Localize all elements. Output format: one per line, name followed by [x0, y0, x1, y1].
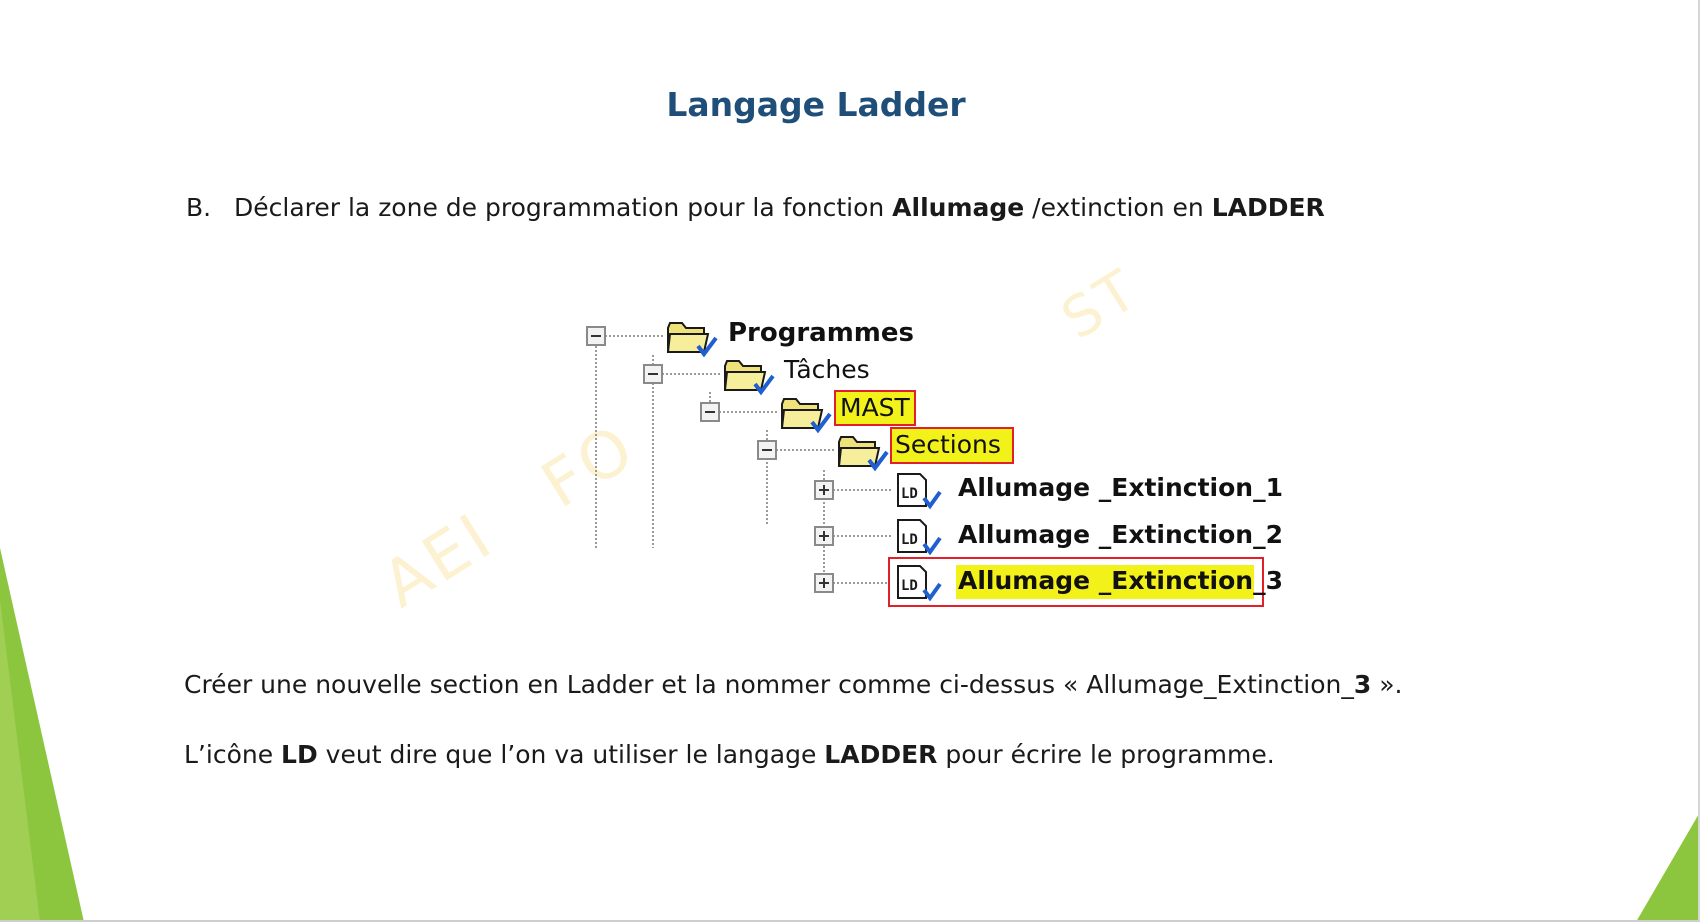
tree-item-section-1[interactable]: Allumage _Extinction_1	[958, 473, 1283, 502]
paragraph-bold: LADDER	[824, 740, 938, 769]
folder-icon	[780, 397, 832, 432]
tree-item-taches[interactable]: Tâches	[784, 355, 870, 384]
tree-item-label: Allumage _Extinction_3	[958, 566, 1283, 595]
tree-item-label: MAST	[840, 393, 910, 422]
sections-highlight-box	[890, 427, 1014, 464]
collapse-icon[interactable]	[586, 326, 606, 346]
instruction-text-2: /extinction en	[1024, 193, 1212, 222]
tree-item-label: Sections	[895, 430, 1001, 459]
list-marker: B.	[186, 193, 212, 222]
instruction-bold-1: Allumage	[892, 193, 1025, 222]
paragraph-text: L’icône	[184, 740, 282, 769]
left-green-triangle-light	[0, 600, 40, 922]
paragraph-text: veut dire que l’on va utiliser le langag…	[317, 740, 825, 769]
tree-item-mast[interactable]: MAST	[840, 393, 910, 422]
tree-item-section-2[interactable]: Allumage _Extinction_2	[958, 520, 1283, 549]
page-title: Langage Ladder	[666, 85, 966, 124]
expand-icon[interactable]	[814, 573, 834, 593]
ld-section-icon	[896, 472, 942, 508]
ld-section-icon	[896, 518, 942, 554]
folder-icon	[666, 321, 718, 356]
collapse-icon[interactable]	[757, 440, 777, 460]
folder-icon	[723, 359, 775, 394]
tree-item-sections[interactable]: Sections	[895, 430, 1001, 459]
paragraph-text: ».	[1371, 670, 1403, 699]
instruction-item-b: B. Déclarer la zone de programmation pour…	[186, 193, 1325, 222]
instruction-text-1: Déclarer la zone de programmation pour l…	[234, 193, 893, 222]
instruction-bold-2: LADDER	[1211, 193, 1325, 222]
right-green-triangle	[1636, 812, 1700, 922]
tree-item-label: Tâches	[784, 355, 870, 384]
mast-highlight-box	[834, 390, 916, 426]
paragraph-bold: LD	[281, 740, 318, 769]
tree-item-label: Allumage _Extinction_1	[958, 473, 1283, 502]
section-3-highlight-box	[888, 557, 1264, 607]
ld-section-icon	[896, 564, 942, 600]
tree-item-label: Allumage _Extinction_2	[958, 520, 1283, 549]
tree-item-label: Programmes	[728, 318, 915, 348]
collapse-icon[interactable]	[700, 402, 720, 422]
expand-icon[interactable]	[814, 526, 834, 546]
collapse-icon[interactable]	[643, 364, 663, 384]
folder-icon	[837, 435, 889, 470]
paragraph-ld-icon: L’icône LD veut dire que l’on va utilise…	[184, 740, 1275, 769]
expand-icon[interactable]	[814, 480, 834, 500]
paragraph-text: pour écrire le programme.	[937, 740, 1275, 769]
paragraph-bold: 3	[1353, 670, 1372, 699]
tree-item-section-3[interactable]: Allumage _Extinction_3	[958, 566, 1283, 595]
paragraph-text: Créer une nouvelle section en Ladder et …	[184, 670, 1354, 699]
paragraph-create-section: Créer une nouvelle section en Ladder et …	[184, 670, 1402, 699]
tree-item-programmes[interactable]: Programmes	[728, 318, 914, 348]
